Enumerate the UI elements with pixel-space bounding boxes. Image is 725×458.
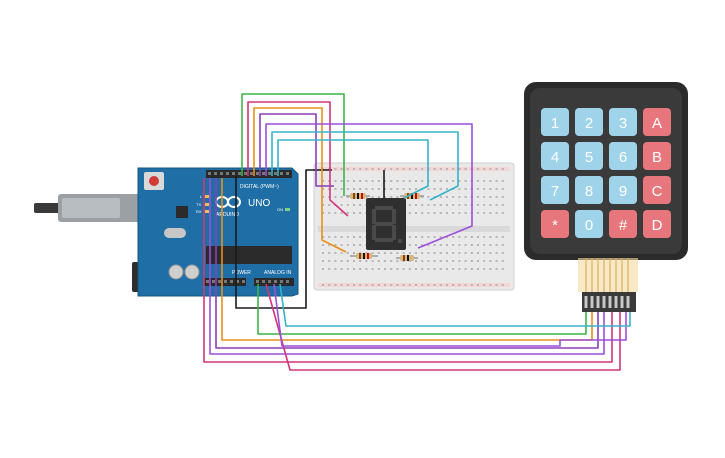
led-on [285,208,290,211]
key-label: 4 [551,149,559,166]
key-D[interactable]: D [643,210,671,238]
wire-violet-right [265,123,473,249]
key-*[interactable]: * [541,210,569,238]
wire-cyan-2 [277,139,429,199]
key-0[interactable]: 0 [575,210,603,238]
key-B[interactable]: B [643,142,671,170]
keypad-keys[interactable]: 1 2 3 A 4 5 6 B 7 8 9 C * 0 # D [541,108,671,238]
wire-magenta-top [247,101,349,217]
wires[interactable] [203,93,631,371]
power-label: POWER [232,270,251,276]
wire-violet-keypad [273,283,627,347]
crystal [164,228,186,238]
wire-green-top [241,93,345,196]
wire-purple-top [259,113,334,187]
led-rx [205,210,209,213]
key-label: C [652,183,663,200]
wire-orange-top [253,107,347,253]
wire-purple-keypad-1 [215,178,599,349]
key-4[interactable]: 4 [541,142,569,170]
key-label: 9 [619,183,627,200]
on-label: ON [277,207,283,212]
key-label: 6 [619,149,627,166]
key-label: # [619,217,628,234]
usb-chip [176,206,188,218]
key-label: A [652,115,662,132]
wire-purple-keypad-2 [209,178,605,355]
resistor-1 [346,193,370,199]
key-A[interactable]: A [643,108,671,136]
usb-cable-plug [34,203,64,213]
brand-label: ARDUINO [216,212,239,218]
digital-header [206,170,292,178]
wire-magenta-keypad-2 [265,283,621,371]
key-5[interactable]: 5 [575,142,603,170]
analog-label: ANALOG IN [264,270,292,276]
capacitor-2 [184,264,200,280]
capacitor-1 [168,264,184,280]
key-9[interactable]: 9 [609,176,637,204]
display-segments [372,206,402,243]
digital-label: DIGITAL (PWM~) [240,184,279,190]
key-2[interactable]: 2 [575,108,603,136]
rx-label: RX [196,209,202,214]
led-l [205,195,209,198]
key-8[interactable]: 8 [575,176,603,204]
tx-label: TX [196,202,201,207]
resistor-4 [396,255,418,261]
wire-cyan-keypad [279,283,631,327]
keypad[interactable]: 1 2 3 A 4 5 6 B 7 8 9 C * 0 # D [524,82,688,312]
key-label: 8 [585,183,593,200]
led-tx [205,203,209,206]
key-6[interactable]: 6 [609,142,637,170]
key-label: 5 [585,149,593,166]
key-label: 0 [585,217,593,234]
key-C[interactable]: C [643,176,671,204]
key-3[interactable]: 3 [609,108,637,136]
atmega-chip [206,246,292,264]
resistor-3 [350,253,378,259]
key-label: * [552,217,558,234]
arduino-board[interactable]: DIGITAL (PWM~) ARDUINO UNO L TX RX ON PO… [34,167,299,297]
wire-cyan-1 [271,131,459,201]
key-label: 1 [551,115,559,132]
key-label: 7 [551,183,559,200]
key-label: 3 [619,115,627,132]
wire-green-keypad [257,284,587,335]
model-label: UNO [248,198,270,209]
wire-black [235,169,332,309]
wire-magenta-keypad-1 [203,178,613,363]
key-label: D [652,217,663,234]
key-label: 2 [585,115,593,132]
key-label: B [652,149,662,166]
key-7[interactable]: 7 [541,176,569,204]
key-1[interactable]: 1 [541,108,569,136]
l-label: L [200,194,203,199]
seven-segment-display[interactable] [366,198,406,250]
key-#[interactable]: # [609,210,637,238]
keypad-ribbon [578,258,638,292]
